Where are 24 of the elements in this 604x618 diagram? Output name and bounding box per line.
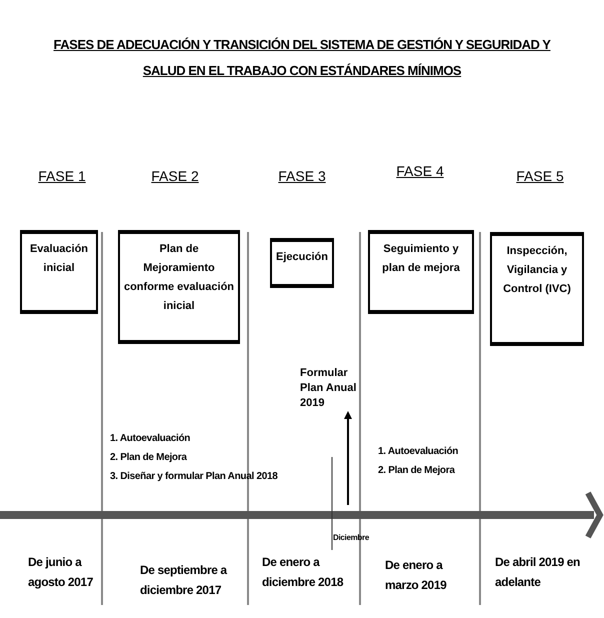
list-item: 2. Plan de Mejora (110, 451, 187, 465)
phase-heading: FASE 2 (150, 168, 200, 184)
list-item: 1. Autoevaluación (378, 445, 458, 459)
list-item: 2. Plan de Mejora (378, 464, 455, 478)
phase-heading: FASE 4 (395, 163, 445, 179)
note-text: Formular Plan Anual 2019 (300, 366, 362, 411)
phase-heading: FASE 5 (515, 168, 565, 184)
arrow (344, 411, 352, 505)
list-item: 1. Autoevaluación (110, 432, 190, 446)
date-range: De septiembre a diciembre 2017 (140, 562, 228, 599)
date-range: De abril 2019 en adelante (495, 554, 581, 591)
date-range: De enero a diciembre 2018 (262, 554, 344, 591)
date-range: De enero a marzo 2019 (385, 557, 448, 594)
title: FASES DE ADECUACIÓN Y TRANSICIÓN DEL SISTEMA DE GESTIÓN Y SEGURIDAD Y SALUD EN EL TRABAJO CON ESTÁNDARES MÍNIMOS (52, 36, 552, 80)
date-range: De junio a agosto 2017 (28, 554, 94, 591)
phase-box: Seguimiento y plan de mejora (368, 230, 474, 314)
phase-heading: FASE 3 (277, 168, 327, 184)
phase-box: Plan de Mejoramiento conforme evaluación inicial (118, 230, 240, 344)
phase-box: Evaluación inicial (20, 230, 98, 314)
phase-box: Inspección, Vigilancia y Control (IVC) (490, 232, 584, 346)
phase-heading: FASE 1 (37, 168, 87, 184)
tick-label: Diciembre (333, 532, 369, 544)
list-item: 3. Diseñar y formular Plan Anual 2018 (110, 470, 278, 484)
phase-box: Ejecución (270, 238, 334, 288)
